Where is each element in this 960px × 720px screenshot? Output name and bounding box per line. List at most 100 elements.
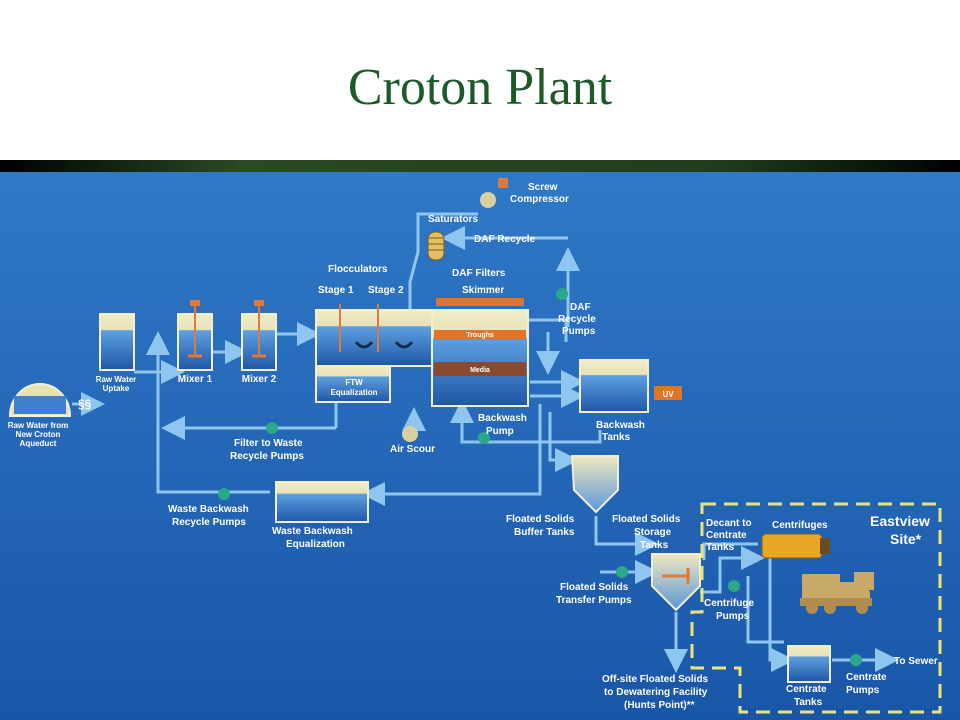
- pipe-centrifuge-to-centrate: [768, 554, 795, 672]
- media-bed: [434, 362, 526, 376]
- floated-solids-transfer-pumps: Floated Solids Transfer Pumps: [556, 566, 632, 606]
- svg-text:Waste Backwash: Waste Backwash: [168, 504, 249, 515]
- pipe-to-wb-eq: [361, 404, 542, 506]
- valve-symbol: §§: [78, 397, 92, 411]
- svg-text:Centrate: Centrate: [786, 684, 827, 695]
- daf-filters: DAF Filters Skimmer Troughs Media: [431, 268, 529, 407]
- svg-text:Eastview: Eastview: [870, 513, 930, 529]
- svg-text:Backwash: Backwash: [478, 413, 527, 424]
- svg-text:Centrate: Centrate: [706, 530, 747, 541]
- daf-recycle-pumps: DAF Recycle Pumps: [556, 288, 596, 337]
- eastview-site: Eastview Site* Decant to Centrate Tanks …: [690, 502, 942, 714]
- page-title: Croton Plant: [347, 59, 613, 116]
- svg-text:Buffer Tanks: Buffer Tanks: [514, 527, 575, 538]
- mixer-2: Mixer 2: [241, 300, 277, 385]
- svg-text:(Hunts Point)**: (Hunts Point)**: [624, 700, 695, 711]
- waste-backwash-equalization: Waste Backwash Equalization: [272, 481, 369, 550]
- svg-text:Floated Solids: Floated Solids: [560, 582, 629, 593]
- pipe-backwash-pump: [450, 399, 602, 444]
- centrate-pumps: Centrate Pumps: [846, 654, 887, 696]
- floated-solids-storage-tanks: Floated Solids Storage Tanks: [612, 514, 701, 612]
- diagram-background: [0, 172, 960, 720]
- svg-text:Transfer Pumps: Transfer Pumps: [556, 595, 632, 606]
- svg-text:Raw Water from: Raw Water from: [8, 421, 69, 430]
- svg-text:Storage: Storage: [634, 527, 672, 538]
- svg-text:Site*: Site*: [890, 531, 922, 547]
- air-scour: Air Scour: [390, 426, 435, 455]
- flocculators: Flocculators Stage 1 Stage 2 FTW Equaliz…: [315, 264, 433, 403]
- process-flow-diagram: Raw Water from New Croton Aqueduct §§ Ra…: [0, 172, 960, 720]
- to-sewer-label: To Sewer: [894, 656, 938, 667]
- pipe-buffer-to-transfer: [594, 516, 659, 556]
- title-divider-band: [0, 160, 960, 172]
- mixer-1: Mixer 1: [177, 300, 213, 385]
- svg-text:DAF Filters: DAF Filters: [452, 268, 506, 279]
- raw-water-uptake-tank: Raw Water Uptake: [96, 313, 137, 393]
- svg-text:Stage 2: Stage 2: [368, 285, 404, 296]
- svg-text:Stage 1: Stage 1: [318, 285, 354, 296]
- svg-text:Recycle Pumps: Recycle Pumps: [172, 517, 246, 528]
- svg-text:Floated Solids: Floated Solids: [612, 514, 681, 525]
- raw-water-aqueduct: Raw Water from New Croton Aqueduct §§: [8, 383, 92, 448]
- svg-text:Raw Water: Raw Water: [96, 375, 137, 384]
- svg-text:Flocculators: Flocculators: [328, 264, 388, 275]
- svg-text:Tanks: Tanks: [706, 542, 735, 553]
- svg-text:Off-site Floated Solids: Off-site Floated Solids: [602, 674, 709, 685]
- svg-text:Aqueduct: Aqueduct: [20, 439, 57, 448]
- filter-to-waste-recycle-pumps: Filter to Waste Recycle Pumps: [230, 422, 304, 462]
- svg-text:Pump: Pump: [486, 426, 514, 437]
- svg-text:UV: UV: [662, 390, 674, 399]
- waste-backwash-recycle-pumps: Waste Backwash Recycle Pumps: [168, 488, 249, 528]
- svg-text:FTW: FTW: [345, 378, 363, 387]
- svg-text:Centrifuges: Centrifuges: [772, 520, 828, 531]
- svg-text:Waste Backwash: Waste Backwash: [272, 526, 353, 537]
- screw-compressor: Screw Compressor: [480, 178, 569, 208]
- backwash-tanks: UV Backwash Tanks: [579, 359, 682, 443]
- troughs-bar: [434, 330, 526, 340]
- svg-text:Screw: Screw: [528, 182, 558, 193]
- svg-text:Decant to: Decant to: [706, 518, 752, 529]
- svg-text:Compressor: Compressor: [510, 194, 569, 205]
- skimmer-bar: [436, 298, 524, 306]
- pipe-network: [72, 212, 899, 673]
- svg-text:Equalization: Equalization: [286, 539, 345, 550]
- svg-text:Uptake: Uptake: [103, 384, 130, 393]
- svg-text:New Croton: New Croton: [16, 430, 61, 439]
- svg-text:Media: Media: [470, 367, 490, 374]
- sludge-truck-icon: [800, 572, 874, 614]
- svg-text:Pumps: Pumps: [716, 611, 750, 622]
- daf-recycle-label: DAF Recycle: [474, 234, 536, 245]
- svg-text:Equalization: Equalization: [330, 388, 377, 397]
- svg-text:Pumps: Pumps: [562, 326, 596, 337]
- svg-text:Tanks: Tanks: [602, 432, 631, 443]
- svg-text:Saturators: Saturators: [428, 214, 478, 225]
- svg-text:Recycle: Recycle: [558, 314, 596, 325]
- pipe-saturator-feed: [408, 212, 478, 342]
- backwash-pump: Backwash Pump: [478, 413, 527, 444]
- svg-text:Backwash: Backwash: [596, 420, 645, 431]
- pipe-centrifuge-pumps: [746, 576, 784, 644]
- svg-text:Mixer 1: Mixer 1: [178, 374, 213, 385]
- pipe-decant: [702, 542, 758, 560]
- svg-text:Troughs: Troughs: [466, 332, 494, 339]
- svg-text:DAF: DAF: [570, 302, 591, 313]
- saturators: Saturators: [427, 214, 478, 261]
- svg-text:Filter to Waste: Filter to Waste: [234, 438, 303, 449]
- svg-text:Tanks: Tanks: [794, 697, 823, 708]
- centrate-tanks: Centrate Tanks: [786, 645, 831, 708]
- svg-text:Centrate: Centrate: [846, 672, 887, 683]
- svg-text:Air Scour: Air Scour: [390, 444, 435, 455]
- svg-text:Floated Solids: Floated Solids: [506, 514, 575, 525]
- centrifuge-pumps: Centrifuge Pumps: [704, 580, 754, 622]
- svg-text:Skimmer: Skimmer: [462, 285, 504, 296]
- pipe-filter-out: [528, 318, 568, 342]
- svg-text:Recycle Pumps: Recycle Pumps: [230, 451, 304, 462]
- svg-text:Centrifuge: Centrifuge: [704, 598, 754, 609]
- svg-text:to Dewatering Facility: to Dewatering Facility: [604, 687, 708, 698]
- svg-text:Pumps: Pumps: [846, 685, 880, 696]
- centrifuge: [761, 533, 830, 559]
- pipe-to-buffer: [548, 412, 579, 472]
- pipe-to-centrifuge: [700, 546, 765, 594]
- floated-solids-buffer-tanks: Floated Solids Buffer Tanks: [506, 455, 619, 538]
- offsite-dewatering-label: Off-site Floated Solids to Dewatering Fa…: [602, 674, 709, 711]
